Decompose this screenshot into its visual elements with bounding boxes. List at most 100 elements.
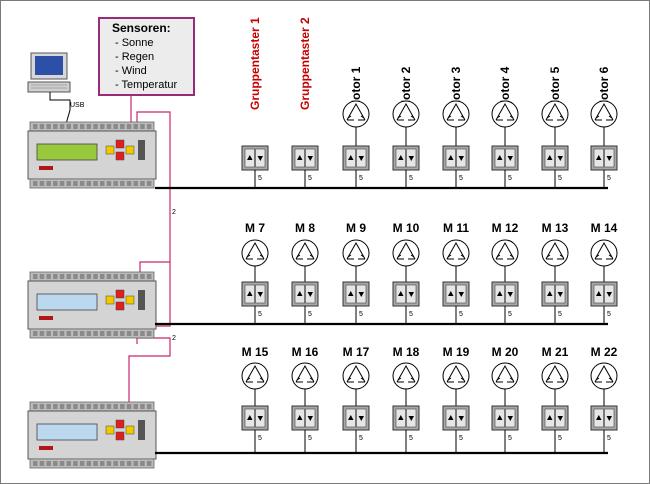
motor-label: Motor 4	[498, 66, 512, 110]
motor-symbol-icon	[541, 362, 569, 406]
switch-icon	[442, 281, 470, 307]
switch-wire-label: 5	[508, 175, 512, 182]
switch-wire-label: 5	[558, 435, 562, 442]
switch-wire-label: 5	[258, 311, 262, 318]
motor-label: M 8	[295, 221, 315, 235]
motor-symbol-icon	[541, 239, 569, 282]
motor-label: M 12	[492, 221, 519, 235]
motor-label: M 16	[292, 345, 319, 359]
motor-3: Motor 15	[342, 66, 370, 188]
motor-symbol-icon	[342, 239, 370, 282]
switch-wire-label: 5	[409, 311, 413, 318]
motor-9: M 75	[241, 221, 269, 324]
switch-icon	[590, 281, 618, 307]
motor-symbol-icon	[442, 362, 470, 406]
motor-symbol-icon	[342, 100, 370, 146]
motor-symbol-icon	[491, 239, 519, 282]
switch-wire-label: 5	[508, 311, 512, 318]
switch-icon	[241, 405, 269, 431]
switch-icon	[392, 281, 420, 307]
motor-label: M 17	[343, 345, 370, 359]
group-button-label: Gruppentaster 2	[298, 17, 312, 110]
switch-wire-label: 5	[359, 311, 363, 318]
switch-icon	[491, 281, 519, 307]
motor-21: M 19 5	[442, 345, 470, 453]
switch-wire-label: 5	[308, 175, 312, 182]
sensor-item-regen: - Regen	[115, 51, 154, 63]
switch-icon	[541, 145, 569, 171]
switch-icon	[541, 405, 569, 431]
motor-symbol-icon	[590, 239, 618, 282]
motor-symbol-icon	[291, 362, 319, 406]
motor-label: M 21	[542, 345, 569, 359]
switch-icon	[291, 405, 319, 431]
motor-17: M 155	[241, 345, 269, 453]
motor-label: M 22	[591, 345, 618, 359]
motor-symbol-icon	[541, 100, 569, 146]
switch-icon	[291, 145, 319, 171]
motor-22: M 205	[491, 345, 519, 453]
switch-icon	[392, 405, 420, 431]
row-1: Gruppentaster 15 Gruppentaster 2 5 Motor 15…	[155, 17, 618, 190]
bus-line-2	[128, 337, 171, 404]
switch-wire-label: 5	[409, 435, 413, 442]
motor-23: M 21 5	[541, 345, 569, 453]
switch-icon	[342, 405, 370, 431]
motor-symbol-icon	[291, 239, 319, 282]
motor-24: M 225	[590, 345, 618, 453]
switch-wire-label: 5	[409, 175, 413, 182]
motor-19: M 17 5	[342, 345, 370, 453]
switch-wire-label: 5	[607, 175, 611, 182]
motor-7: Motor 55	[541, 66, 569, 188]
motor-label: M 13	[542, 221, 569, 235]
switch-icon	[442, 405, 470, 431]
switch-wire-label: 5	[359, 435, 363, 442]
motor-8: Motor 6 5	[590, 66, 618, 188]
switch-wire-label: 5	[607, 311, 611, 318]
motor-label: Motor 6	[597, 66, 611, 110]
sensor-item-wind: - Wind	[115, 65, 147, 77]
motor-label: Motor 2	[399, 66, 413, 110]
motor-symbol-icon	[590, 100, 618, 146]
controller-1	[27, 121, 157, 189]
switch-icon	[392, 145, 420, 171]
switch-icon	[590, 145, 618, 171]
motor-symbol-icon	[491, 362, 519, 406]
bus-label-1: 2	[172, 209, 176, 216]
motor-symbol-icon	[590, 362, 618, 406]
motor-label: M 9	[346, 221, 366, 235]
motor-16: M 14 5	[590, 221, 618, 324]
computer-icon	[27, 52, 71, 93]
switch-wire-label: 5	[558, 311, 562, 318]
switch-wire-label: 5	[258, 175, 262, 182]
switch-icon	[291, 281, 319, 307]
sensor-item-sonne: - Sonne	[115, 37, 154, 49]
switch-wire-label: 5	[459, 435, 463, 442]
motor-label: M 18	[393, 345, 420, 359]
switch-icon	[241, 281, 269, 307]
controller-3	[27, 401, 157, 469]
switch-icon	[342, 145, 370, 171]
motor-label: M 10	[393, 221, 420, 235]
motor-label: M 14	[591, 221, 618, 235]
motor-label: M 15	[242, 345, 269, 359]
switch-icon	[491, 405, 519, 431]
motor-18: M 165	[291, 345, 319, 453]
motor-13: M 115	[442, 221, 470, 324]
motor-label: M 11	[443, 221, 469, 235]
usb-label: USB	[70, 102, 85, 109]
motor-15: M 13 5	[541, 221, 569, 324]
controller-2	[27, 271, 157, 339]
switch-icon	[442, 145, 470, 171]
motor-symbol-icon	[241, 362, 269, 406]
switch-icon	[342, 281, 370, 307]
motor-11: M 9 5	[342, 221, 370, 324]
usb-cable	[49, 92, 71, 125]
switch-wire-label: 5	[308, 311, 312, 318]
group-button-1: Gruppentaster 15	[241, 17, 269, 188]
motor-label: M 19	[443, 345, 470, 359]
switch-wire-label: 5	[508, 435, 512, 442]
motor-4: Motor 2 5	[392, 66, 420, 188]
